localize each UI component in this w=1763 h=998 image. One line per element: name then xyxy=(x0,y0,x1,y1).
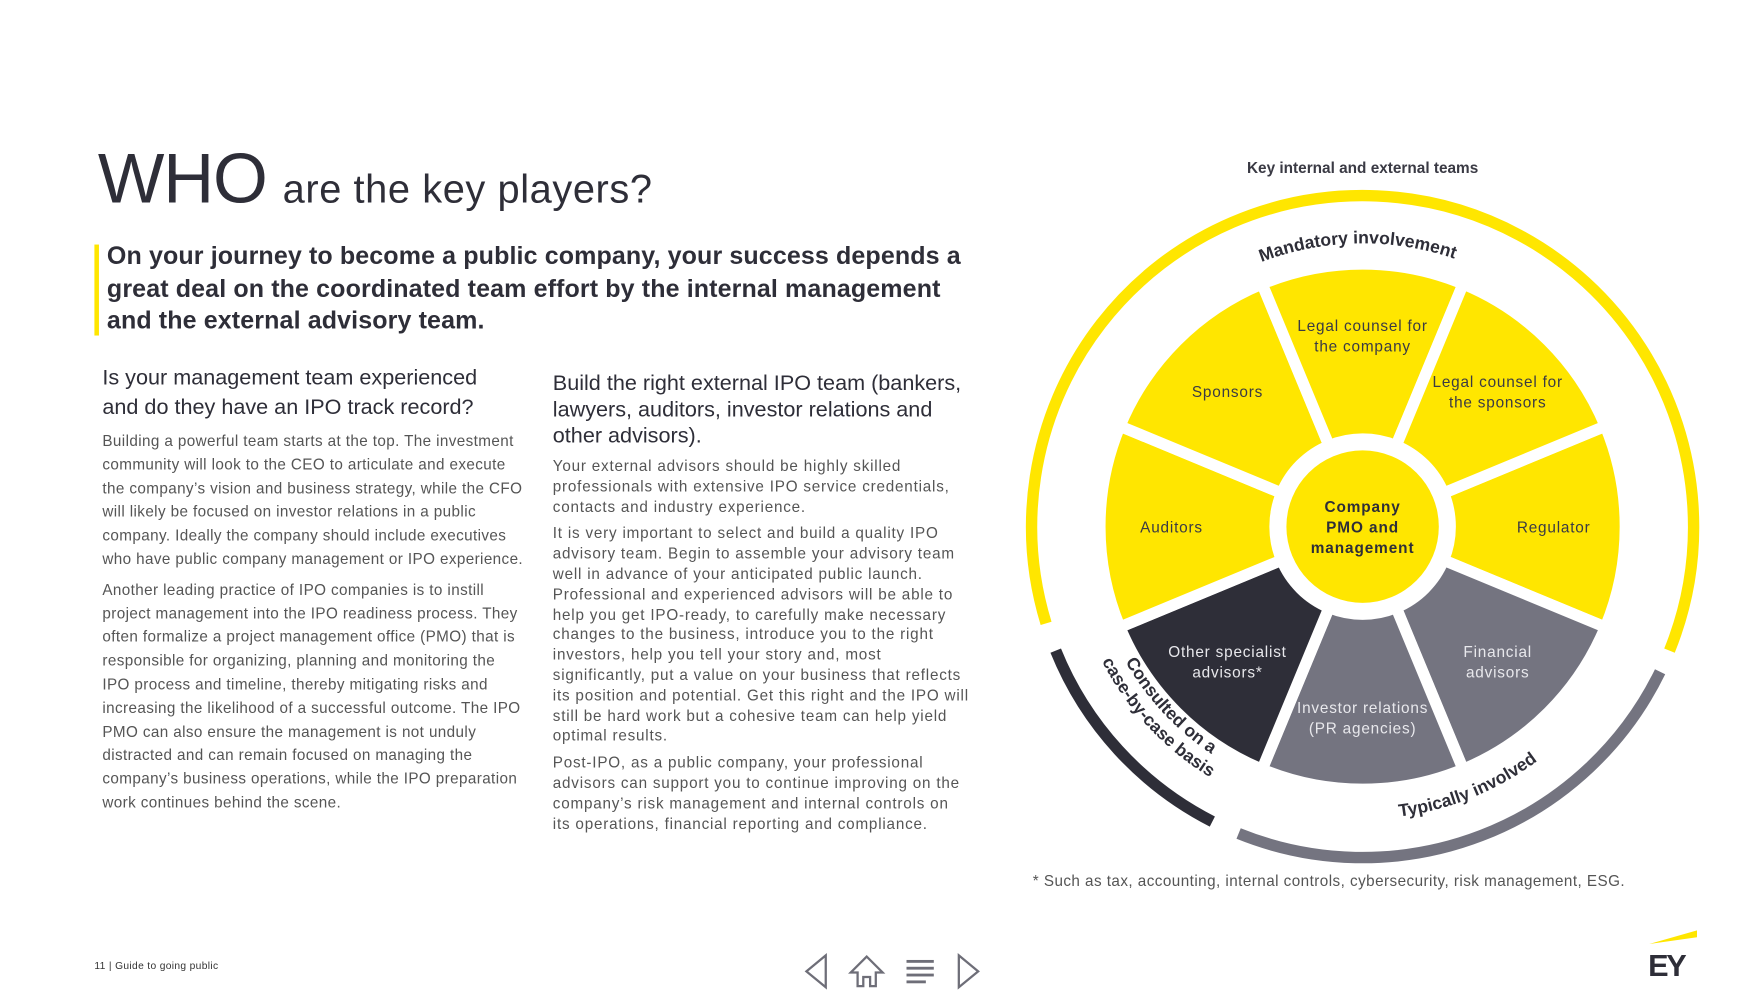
text-line: advisory team. Begin to assemble your ad… xyxy=(552,545,955,563)
text-line: Another leading practice of IPO companie… xyxy=(102,580,485,599)
center-label: management xyxy=(1311,540,1415,557)
menu-icon xyxy=(906,959,934,984)
intro-accent-bar xyxy=(94,244,99,336)
paragraph: Your external advisors should be highly … xyxy=(553,456,969,517)
next-page-icon xyxy=(957,953,980,990)
previous-page-icon xyxy=(804,953,827,990)
segment-label: Investor relations(PR agencies) xyxy=(1297,700,1428,737)
home-button[interactable] xyxy=(846,951,887,992)
text-line: significantly, put a value on your busin… xyxy=(552,666,962,684)
left-column-heading: Is your management team experienced and d… xyxy=(102,364,477,423)
text-line: On your journey to become a public compa… xyxy=(106,241,961,270)
segment-financial-advisors xyxy=(1388,552,1613,777)
intro-text: On your journey to become a public compa… xyxy=(107,240,971,338)
paragraph: Another leading practice of IPO companie… xyxy=(102,579,523,816)
diagram-title: Key internal and external teams xyxy=(1246,159,1479,177)
segment-legal-counsel-for-the-sponsors xyxy=(1388,276,1613,501)
text-line: lawyers, auditors, investor relations an… xyxy=(552,398,933,422)
left-column-body: Building a powerful team starts at the t… xyxy=(102,430,523,822)
text-line: company’s business operations, while the… xyxy=(102,770,518,788)
segment-label: Regulator xyxy=(1517,519,1591,536)
text-line: advisors can support you to continue imp… xyxy=(552,774,960,792)
center-disk xyxy=(1286,450,1439,603)
next-page-button[interactable] xyxy=(947,951,988,992)
text-line: who have public company management or IP… xyxy=(102,550,524,568)
text-line: will likely be focused on investor relat… xyxy=(102,503,477,521)
text-line: community will look to the CEO to articu… xyxy=(102,455,506,473)
page-title: WHO are the key players? xyxy=(98,139,653,231)
text-line: Post-IPO, as a public company, your prof… xyxy=(552,754,924,772)
text-line: other advisors). xyxy=(552,424,702,449)
title-who: WHO xyxy=(97,139,268,219)
text-line: Building a powerful team starts at the t… xyxy=(102,432,514,450)
text-line: Build the right external IPO team (banke… xyxy=(552,371,962,396)
segment-label: Auditors xyxy=(1140,519,1203,536)
text-line: responsible for organizing, planning and… xyxy=(102,651,496,669)
text-line: company. Ideally the company should incl… xyxy=(102,526,507,544)
text-line: It is very important to select and build… xyxy=(552,524,939,542)
text-line: investors, help you tell your story and,… xyxy=(552,646,882,664)
text-line: IPO process and timeline, thereby mitiga… xyxy=(102,675,488,693)
text-line: company’s risk management and internal c… xyxy=(552,794,949,812)
text-line: its operations, financial reporting and … xyxy=(552,815,928,833)
segment-label: Sponsors xyxy=(1192,384,1263,401)
text-line: its position and potential. Get this rig… xyxy=(552,686,969,704)
right-column-heading: Build the right external IPO team (banke… xyxy=(553,371,961,449)
svg-text:EY: EY xyxy=(1648,948,1686,978)
ring-mandatory xyxy=(1026,189,1700,653)
text-line: Your external advisors should be highly … xyxy=(552,457,902,475)
menu-button[interactable] xyxy=(900,951,941,992)
text-line: work continues behind the scene. xyxy=(102,793,342,811)
paragraph: Post-IPO, as a public company, your prof… xyxy=(553,753,969,834)
text-line: and do they have an IPO track record? xyxy=(102,395,474,420)
text-line: and the external advisory team. xyxy=(106,306,485,335)
center-label: Company xyxy=(1324,499,1400,516)
text-line: well in advance of your anticipated publ… xyxy=(552,565,923,583)
text-line: help you get IPO-ready, to carefully mak… xyxy=(552,605,947,623)
ring-consulted xyxy=(1050,648,1215,827)
ey-logo: EY xyxy=(1648,930,1698,978)
right-column-body: Your external advisors should be highly … xyxy=(553,456,969,841)
text-line: increasing the likelihood of a successfu… xyxy=(102,699,521,717)
text-line: optimal results. xyxy=(552,727,668,745)
text-line: often formalize a project management off… xyxy=(102,628,516,646)
text-line: contacts and industry experience. xyxy=(552,497,806,515)
text-line: PMO can also ensure the management is no… xyxy=(102,722,477,740)
text-line: distracted and can remain focused on man… xyxy=(102,746,473,764)
text-line: Is your management team experienced xyxy=(102,366,478,391)
text-line: great deal on the coordinated team effor… xyxy=(106,273,941,303)
text-line: the company’s vision and business strate… xyxy=(102,479,523,497)
text-line: still be hard work but a cohesive team c… xyxy=(552,706,948,725)
center-label: PMO and xyxy=(1326,519,1399,536)
title-rest: are the key players? xyxy=(282,167,653,212)
text-line: professionals with extensive IPO service… xyxy=(552,477,950,495)
home-icon xyxy=(848,954,886,988)
segment-sponsors xyxy=(1112,276,1337,501)
text-line: project management into the IPO readines… xyxy=(102,604,518,622)
previous-page-button[interactable] xyxy=(796,951,837,992)
text-line: Professional and experienced advisors wi… xyxy=(552,585,954,603)
segment-other-specialist-advisors xyxy=(1112,552,1337,777)
page-footer-label: 11 | Guide to going public xyxy=(94,959,219,972)
ring-typically-involved xyxy=(1236,669,1666,864)
paragraph: It is very important to select and build… xyxy=(553,524,969,747)
paragraph: Building a powerful team starts at the t… xyxy=(102,430,523,572)
diagram-footnote: * Such as tax, accounting, internal cont… xyxy=(1032,872,1626,890)
text-line: changes to the business, introduce you t… xyxy=(552,625,934,644)
